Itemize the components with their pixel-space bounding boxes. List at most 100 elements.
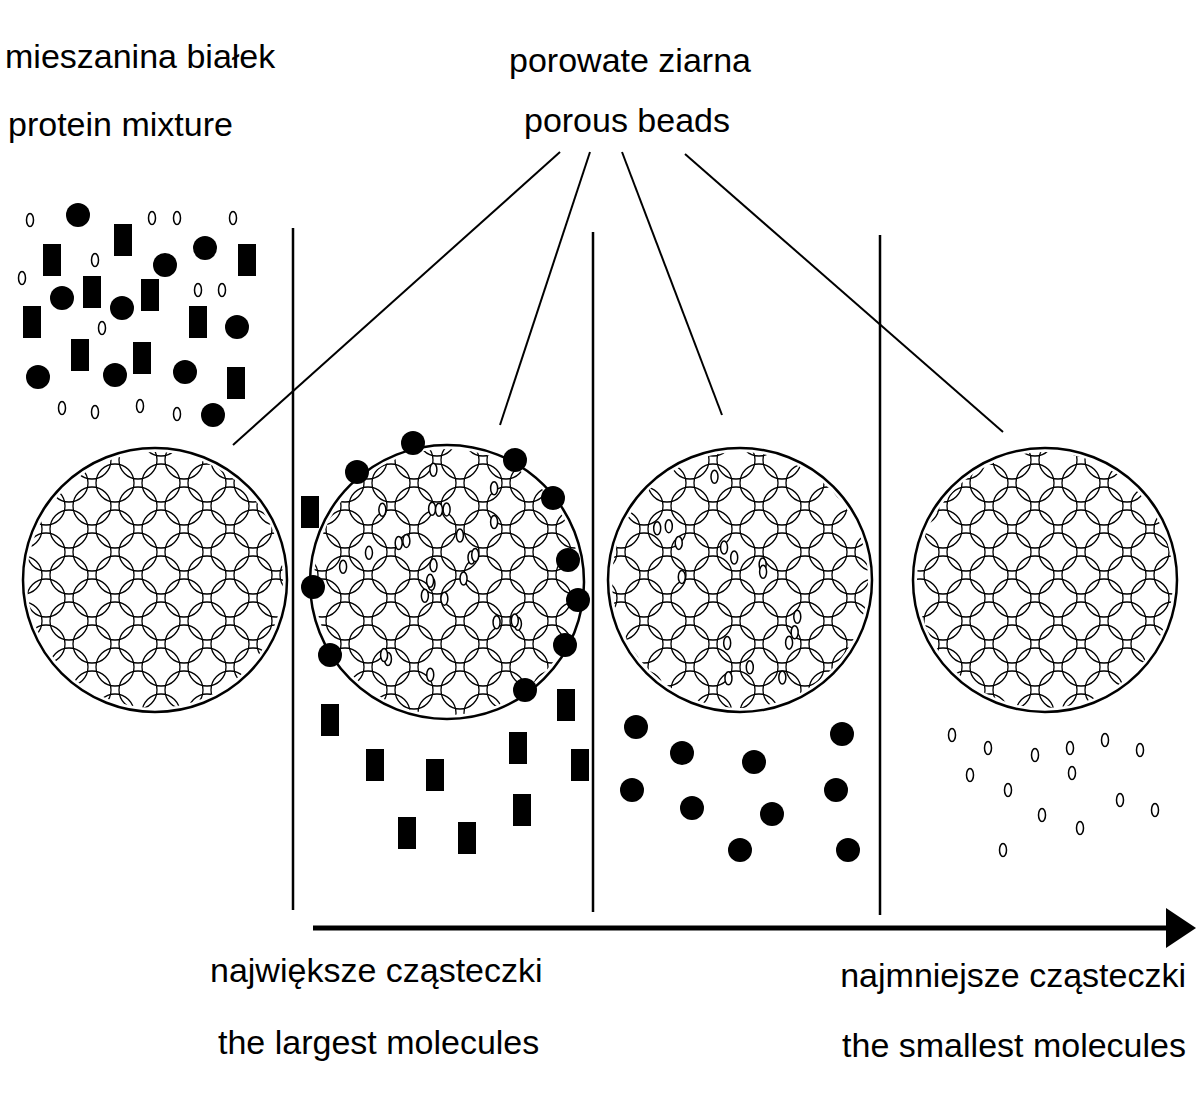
- small-molecule: [967, 769, 974, 782]
- medium-molecule: [541, 486, 565, 510]
- small-molecule: [721, 541, 728, 554]
- medium-molecule: [225, 315, 249, 339]
- small-molecule: [340, 560, 347, 573]
- medium-molecule: [201, 403, 225, 427]
- large-molecule: [23, 306, 41, 338]
- medium-molecule: [760, 802, 784, 826]
- large-molecule: [83, 276, 101, 308]
- small-molecule: [1067, 742, 1074, 755]
- medium-molecule: [620, 778, 644, 802]
- elution-arrow: [313, 908, 1196, 948]
- medium-molecule: [556, 548, 580, 572]
- large-molecule: [43, 244, 61, 276]
- bead-outline: [608, 448, 872, 712]
- large-molecule: [426, 759, 444, 791]
- small-molecule: [92, 406, 99, 419]
- axis-label-english: the smallest molecules: [842, 1025, 1186, 1065]
- small-molecule: [435, 503, 442, 516]
- small-molecule: [443, 503, 450, 516]
- medium-molecule: [401, 431, 425, 455]
- large-molecule: [189, 306, 207, 338]
- small-molecule: [195, 284, 202, 297]
- small-molecule: [92, 254, 99, 267]
- axis-label-english: the largest molecules: [218, 1022, 539, 1062]
- small-molecule: [746, 661, 753, 674]
- small-molecule: [985, 742, 992, 755]
- column-divider: [293, 228, 880, 915]
- small-molecule: [460, 572, 467, 585]
- medium-molecule: [742, 750, 766, 774]
- medium-molecule: [836, 838, 860, 862]
- small-molecule: [493, 616, 500, 629]
- large-molecule: [513, 794, 531, 826]
- small-molecule: [395, 536, 402, 549]
- small-molecule: [779, 671, 786, 684]
- small-molecule: [1077, 822, 1084, 835]
- small-molecule: [1032, 749, 1039, 762]
- small-molecule: [1152, 804, 1159, 817]
- medium-molecule: [566, 588, 590, 612]
- small-molecule: [794, 610, 801, 623]
- small-molecule: [379, 503, 386, 516]
- small-molecule: [381, 649, 388, 662]
- small-molecule: [491, 482, 498, 495]
- large-molecule: [238, 244, 256, 276]
- large-molecule: [398, 817, 416, 849]
- small-molecule: [1005, 784, 1012, 797]
- small-molecule: [99, 322, 106, 335]
- small-molecule: [137, 400, 144, 413]
- small-molecule: [456, 529, 463, 542]
- medium-molecule: [103, 363, 127, 387]
- small-molecule: [427, 574, 434, 587]
- label-english: porous beads: [524, 100, 730, 140]
- bead-pores: [27, 452, 283, 708]
- bead-outline: [913, 448, 1177, 712]
- small-molecule: [665, 520, 672, 533]
- large-molecule: [557, 689, 575, 721]
- medium-molecule: [553, 633, 577, 657]
- large-molecule: [133, 342, 151, 374]
- label-polish: mieszanina białek: [5, 36, 275, 76]
- label-polish: porowate ziarna: [509, 40, 751, 80]
- small-molecule: [441, 592, 448, 605]
- medium-molecule: [26, 365, 50, 389]
- medium-molecule: [830, 722, 854, 746]
- small-molecule: [472, 549, 479, 562]
- leader-line: [233, 152, 1003, 445]
- bead-outline: [310, 445, 584, 719]
- large-molecule: [321, 704, 339, 736]
- small-molecule: [59, 402, 66, 415]
- medium-molecule: [301, 575, 325, 599]
- medium-molecule: [824, 778, 848, 802]
- small-molecule: [1069, 767, 1076, 780]
- large-molecule: [71, 339, 89, 371]
- small-molecule: [149, 212, 156, 225]
- molecules: [19, 203, 1159, 862]
- small-molecule: [760, 565, 767, 578]
- small-molecule: [731, 551, 738, 564]
- large-molecule: [458, 822, 476, 854]
- small-molecule: [711, 470, 718, 483]
- bead-outline: [23, 448, 287, 712]
- small-molecule: [949, 729, 956, 742]
- axis-label-polish: największe cząsteczki: [210, 950, 543, 990]
- medium-molecule: [680, 796, 704, 820]
- small-molecule: [491, 515, 498, 528]
- large-molecule: [114, 224, 132, 256]
- small-molecule: [654, 522, 661, 535]
- large-molecule: [301, 496, 319, 528]
- small-molecule: [1137, 744, 1144, 757]
- small-molecule: [27, 214, 34, 227]
- small-molecule: [511, 614, 518, 627]
- small-molecule: [403, 534, 410, 547]
- medium-molecule: [728, 838, 752, 862]
- small-molecule: [678, 570, 685, 583]
- large-molecule: [571, 749, 589, 781]
- porous-beads: [23, 445, 1177, 719]
- small-molecule: [791, 626, 798, 639]
- medium-molecule: [50, 286, 74, 310]
- small-molecule: [421, 589, 428, 602]
- medium-molecule: [624, 715, 648, 739]
- axis-label-polish: najmniejsze cząsteczki: [840, 955, 1186, 995]
- small-molecule: [1117, 794, 1124, 807]
